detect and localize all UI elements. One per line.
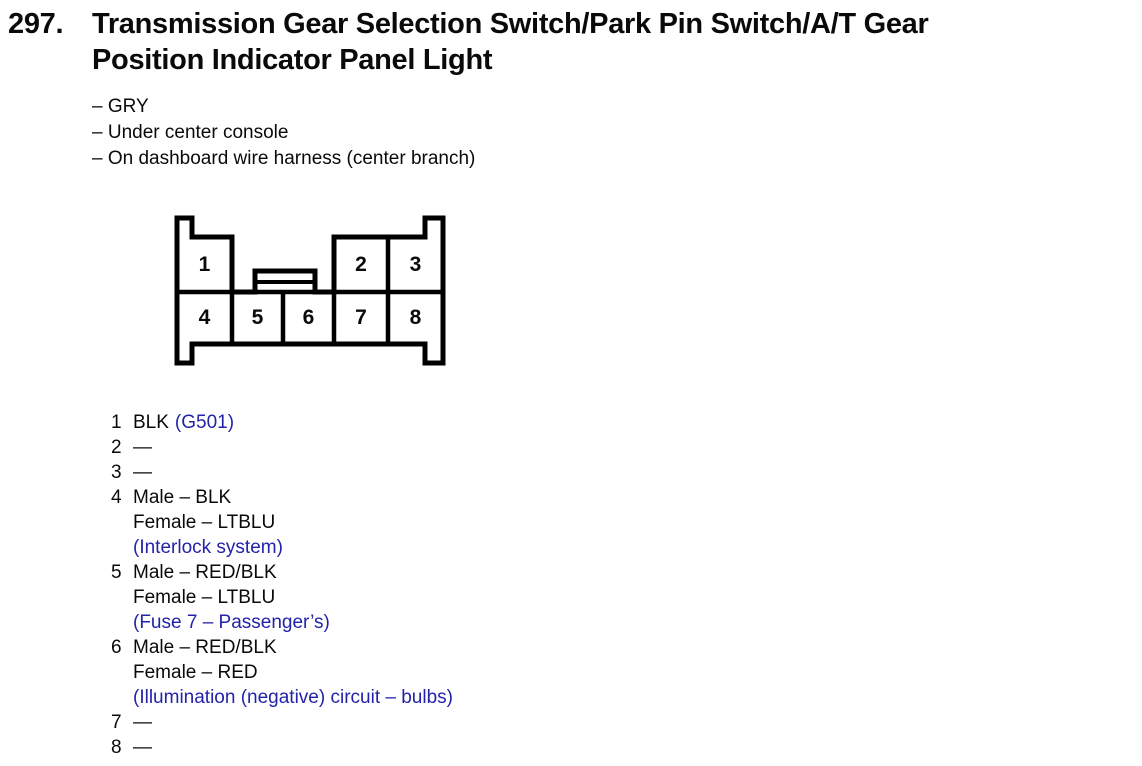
wire-color-female: Female – LTBLU (133, 587, 276, 608)
connector-diagram: 1 2 3 4 5 6 7 8 (174, 215, 446, 367)
attribute-harness: – On dashboard wire harness (center bran… (92, 148, 476, 169)
connector-cavity-4: 4 (198, 306, 211, 329)
ref-link-fuse-7-passengers[interactable]: (Fuse 7 – Passenger’s) (133, 612, 330, 633)
pin-row-8: 8 — (111, 735, 453, 760)
connector-outline-drawing (174, 215, 446, 366)
pin-number: 3 (111, 462, 122, 483)
wire-color-male: Male – RED/BLK (133, 637, 277, 658)
ref-link-interlock-system[interactable]: (Interlock system) (133, 537, 283, 558)
pin-list: 1 BLK(G501) 2 — 3 — 4 Male – BLK Female … (111, 410, 453, 760)
title-line-2: Position Indicator Panel Light (92, 44, 493, 76)
wire-color-male: Male – BLK (133, 487, 232, 508)
ref-link-illumination-circuit[interactable]: (Illumination (negative) circuit – bulbs… (133, 687, 453, 708)
connector-cavity-6: 6 (302, 306, 315, 329)
connector-housing-outline (174, 215, 446, 366)
pin-7-detail: — (133, 712, 152, 733)
pin-row-2: 2 — (111, 435, 453, 460)
pin-row-5: 5 Male – RED/BLK Female – LTBLU (Fuse 7 … (111, 560, 453, 635)
pin-5-detail: Male – RED/BLK Female – LTBLU (Fuse 7 – … (133, 560, 330, 635)
pin-number: 1 (111, 412, 122, 433)
pin-row-1: 1 BLK(G501) (111, 410, 453, 435)
ref-link-g501[interactable]: (G501) (174, 412, 235, 433)
connector-cavity-2: 2 (355, 252, 367, 276)
wire-color: BLK (133, 412, 169, 433)
wire-color-male: Male – RED/BLK (133, 562, 277, 583)
pin-6-detail: Male – RED/BLK Female – RED (Illuminatio… (133, 635, 453, 710)
pin-1-detail: BLK(G501) (133, 410, 234, 435)
pin-2-detail: — (133, 437, 152, 458)
wire-color-female: Female – RED (133, 662, 258, 683)
wire-color-female: Female – LTBLU (133, 512, 276, 533)
pin-number: 4 (111, 487, 122, 508)
connector-cavity-3: 3 (409, 252, 422, 276)
connector-cavity-8: 8 (409, 306, 422, 329)
pin-number: 5 (111, 562, 122, 583)
pin-row-4: 4 Male – BLK Female – LTBLU (Interlock s… (111, 485, 453, 560)
pin-row-3: 3 — (111, 460, 453, 485)
connector-cavity-5: 5 (251, 306, 264, 329)
connector-cavity-1: 1 (198, 252, 211, 276)
pin-row-7: 7 — (111, 710, 453, 735)
attribute-list: – GRY – Under center console – On dashbo… (92, 94, 475, 172)
cavity-divider-lines (177, 237, 443, 344)
pin-number: 8 (111, 737, 122, 758)
connector-cavity-7: 7 (355, 306, 367, 329)
pin-number: 7 (111, 712, 122, 733)
attribute-location: – Under center console (92, 122, 289, 143)
pin-row-6: 6 Male – RED/BLK Female – RED (Illuminat… (111, 635, 453, 710)
pin-3-detail: — (133, 462, 152, 483)
section-number: 297. (8, 8, 64, 40)
pin-number: 2 (111, 437, 122, 458)
page-title: Transmission Gear Selection Switch/Park … (92, 6, 929, 78)
section-header: 297. Transmission Gear Selection Switch/… (8, 6, 929, 78)
attribute-color: – GRY (92, 96, 149, 117)
pin-number: 6 (111, 637, 122, 658)
pin-8-detail: — (133, 737, 152, 758)
pin-4-detail: Male – BLK Female – LTBLU (Interlock sys… (133, 485, 283, 560)
title-line-1: Transmission Gear Selection Switch/Park … (92, 8, 929, 40)
